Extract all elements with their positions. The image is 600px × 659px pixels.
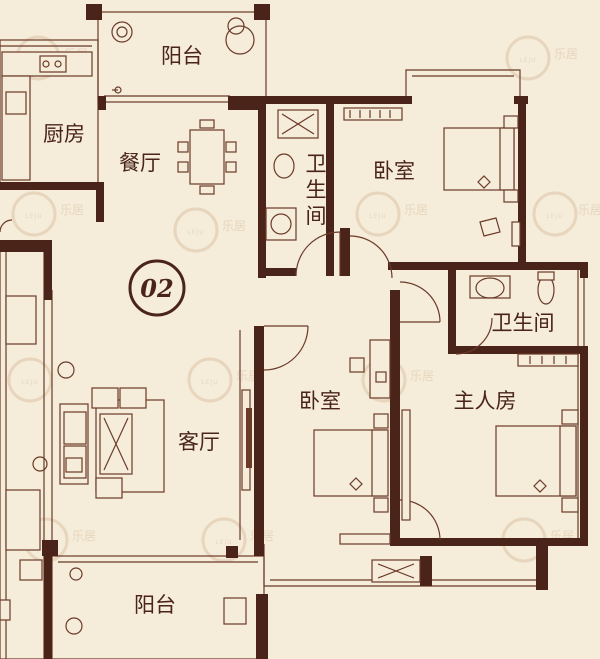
room-label-bedroom-mid: 卧室 <box>299 389 341 413</box>
walls <box>0 4 588 659</box>
watermark-logo: LEJU <box>173 207 219 253</box>
balcony-top-rail <box>112 86 122 94</box>
kitchen-counter <box>1 51 93 181</box>
bath1-fixtures <box>265 109 319 241</box>
svg-text:LEJU: LEJU <box>369 213 386 220</box>
watermark-cn: 乐居 <box>404 203 428 217</box>
svg-text:LEJU: LEJU <box>187 229 204 236</box>
svg-text:LEJU: LEJU <box>546 213 563 220</box>
svg-text:LEJU: LEJU <box>21 379 38 386</box>
wardrobe-top <box>343 107 403 121</box>
watermark-logo: LEJU <box>11 191 57 237</box>
room-label-balcony-bottom: 阳台 <box>134 593 176 617</box>
bed-top <box>443 115 521 247</box>
watermark-logo: LEJU <box>7 357 53 403</box>
desk-mid <box>349 339 391 399</box>
unit-number: 02 <box>140 274 173 303</box>
bottom-balcony-fixtures <box>223 597 247 625</box>
wall-outlines <box>0 11 585 659</box>
sofa-set <box>59 387 165 499</box>
svg-text:LEJU: LEJU <box>201 379 218 386</box>
room-label-bedroom-top: 卧室 <box>373 159 415 183</box>
svg-text:LEJU: LEJU <box>215 539 232 546</box>
tv-stand <box>241 389 252 491</box>
bed-mid <box>313 413 391 545</box>
watermark-cn: 乐居 <box>222 219 246 233</box>
plant-top <box>111 17 255 55</box>
wardrobe-master <box>517 353 579 367</box>
room-labels: 阳台 厨房 餐厅 卫 生 间 卧室 卫生间 卧室 主人房 客厅 阳台 <box>43 44 555 617</box>
bed-master <box>401 409 579 521</box>
unit-number-badge: 02 <box>128 259 186 317</box>
dining-table <box>177 119 237 195</box>
wardrobe-bottom <box>371 559 421 583</box>
bath2-fixtures <box>469 271 555 305</box>
watermark-logo: LEJU <box>187 357 233 403</box>
room-label-bath2: 卫生间 <box>492 311 555 335</box>
watermark-cn: 乐居 <box>554 47 578 61</box>
room-label-kitchen: 厨房 <box>43 122 85 146</box>
watermark-logo: LEJU <box>355 191 401 237</box>
svg-text:LEJU: LEJU <box>519 57 536 64</box>
room-label-master: 主人房 <box>454 389 517 413</box>
room-label-bath1-2: 生 <box>306 178 327 202</box>
plants-living <box>32 361 83 635</box>
watermark-cn: 乐居 <box>578 203 600 217</box>
room-label-balcony-top: 阳台 <box>161 44 203 68</box>
room-label-bath1-3: 间 <box>306 204 327 228</box>
left-unit-furniture <box>0 295 43 621</box>
watermark-logo: LEJU <box>201 517 247 563</box>
watermark-logo: LEJU <box>505 35 551 81</box>
room-label-dining: 餐厅 <box>119 151 161 175</box>
watermark-cn: 乐居 <box>72 529 96 543</box>
watermark-cn: 乐居 <box>410 369 434 383</box>
room-label-bath1-1: 卫 <box>306 152 327 176</box>
room-label-living: 客厅 <box>178 430 220 454</box>
svg-text:LEJU: LEJU <box>25 213 42 220</box>
watermark-cn: 乐居 <box>60 203 84 217</box>
watermark-logo: LEJU <box>532 191 578 237</box>
